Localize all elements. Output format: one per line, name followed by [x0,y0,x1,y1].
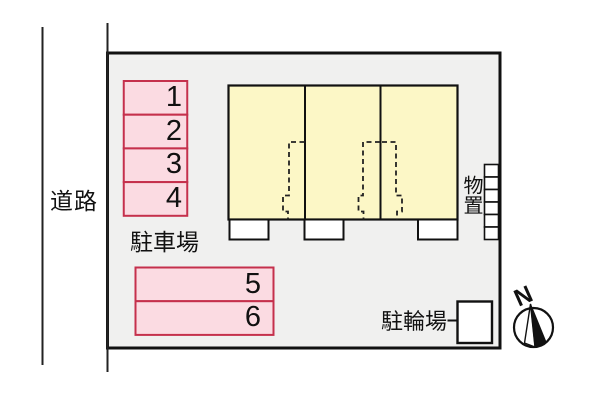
road-label: 道路 [50,188,98,214]
storage-cell [483,176,500,191]
stall-number-4: 4 [165,182,182,215]
stall-number-1: 1 [165,81,182,113]
building-outline [227,84,459,221]
stall-number-5: 5 [244,267,261,300]
compass-needle-east [530,303,547,348]
porch-unit1 [228,218,270,241]
porch-unit3 [417,218,459,241]
parking-stall-5 [134,266,275,303]
bicycle-parking-label: 駐輪場 [381,309,448,334]
stall-number-2: 2 [165,114,182,147]
parking-stall-1 [122,80,189,116]
storage-cell [483,163,500,178]
storage-cell [483,201,500,216]
stall-number-6: 6 [244,301,261,334]
parking-stalls-1-4 [122,80,189,217]
parking-stall-6 [134,300,275,336]
storage-label: 物置 [460,175,482,215]
dashed-outline-unit2 [357,141,380,220]
bicycle-parking-box [456,300,494,345]
stall-number-3: 3 [165,148,182,181]
storage-units [483,163,500,241]
dashed-outline-unit3 [382,141,403,220]
dashed-outline-unit1 [282,141,305,220]
parking-stall-4 [122,181,189,217]
storage-cell [483,213,500,228]
parking-area-label: 駐車場 [130,229,199,255]
storage-cell [483,226,500,241]
parking-stall-3 [122,147,189,184]
compass [512,303,555,349]
porch-unit2 [303,218,345,241]
parking-stall-2 [122,113,189,150]
parking-stalls-5-6 [134,266,275,336]
storage-cell [483,188,500,203]
